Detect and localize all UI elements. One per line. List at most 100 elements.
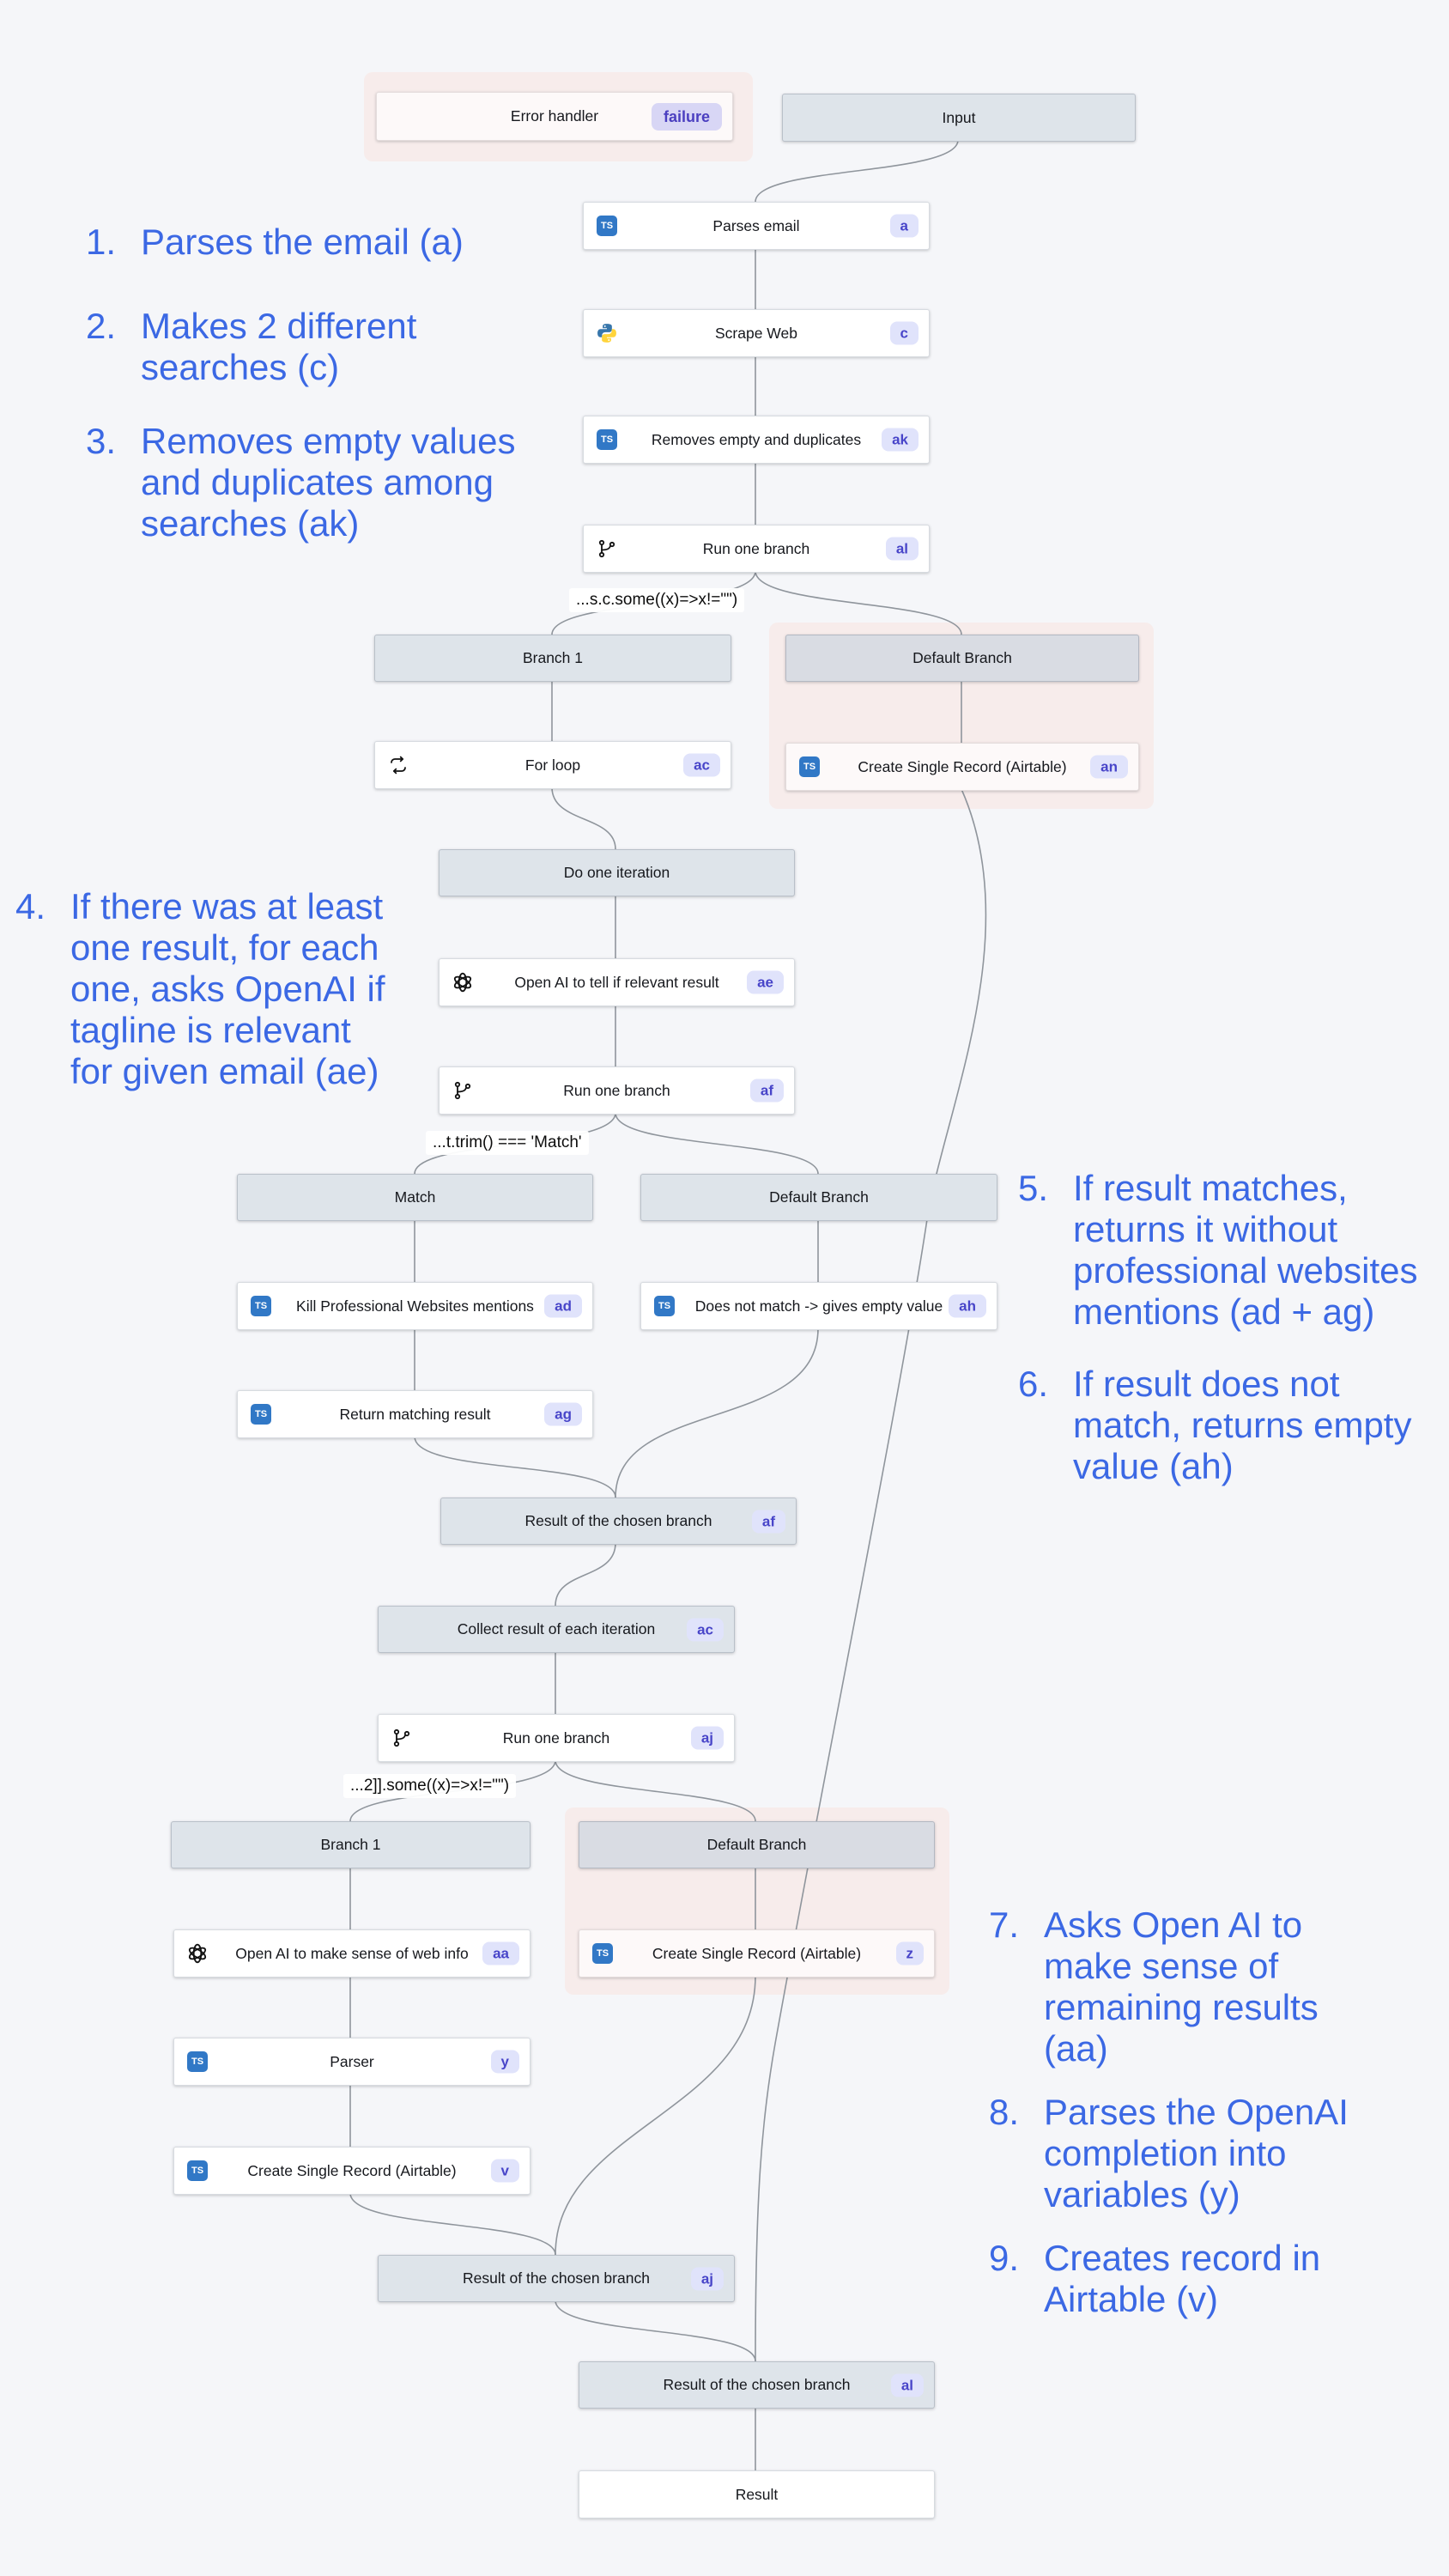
node-result-chosen-aj[interactable]: Result of the chosen branch aj (378, 2255, 735, 2302)
node-run-one-branch-af[interactable]: Run one branch af (439, 1066, 795, 1115)
node-does-not-match[interactable]: TS Does not match -> gives empty value a… (640, 1282, 997, 1330)
annotation-number: 9. (989, 2238, 1020, 2278)
typescript-icon: TS (798, 756, 821, 778)
connector-an-resultal (755, 788, 987, 2362)
node-result-chosen-af[interactable]: Result of the chosen branch af (440, 1498, 797, 1545)
edge-condition-3: ...2]].some((x)=>x!="") (343, 1774, 517, 1798)
node-badge: aj (690, 2267, 724, 2290)
annotation-number: 2. (86, 306, 117, 346)
node-scrape-web[interactable]: Scrape Web c (583, 309, 930, 357)
node-label: Parser (330, 2052, 374, 2070)
failure-badge: failure (651, 102, 722, 131)
node-removes-empty[interactable]: TS Removes empty and duplicates ak (583, 416, 930, 464)
node-collect-result[interactable]: Collect result of each iteration ac (378, 1606, 735, 1653)
node-label: Parses email (712, 216, 800, 234)
node-return-matching[interactable]: TS Return matching result ag (237, 1390, 593, 1438)
node-badge: ac (687, 1618, 724, 1641)
node-label: Branch 1 (522, 649, 584, 666)
node-badge: aj (690, 1726, 724, 1750)
node-label: Default Branch (706, 1836, 807, 1853)
node-label: Result of the chosen branch (663, 2376, 851, 2393)
annotation-4: 4. If there was at least one result, for… (15, 886, 385, 1091)
node-branch1-b[interactable]: Branch 1 (171, 1821, 530, 1868)
node-input[interactable]: Input (782, 94, 1136, 142)
node-label: Run one branch (502, 1728, 610, 1747)
node-label: Result (735, 2485, 779, 2503)
node-create-record-v[interactable]: TS Create Single Record (Airtable) v (173, 2147, 530, 2195)
connector-input-parses (755, 139, 959, 203)
node-label: Do one iteration (563, 864, 670, 881)
edge-condition-2: ...t.trim() === 'Match' (426, 1131, 589, 1155)
node-badge: af (749, 1078, 784, 1103)
node-branch1-a[interactable]: Branch 1 (374, 635, 731, 682)
node-badge: c (889, 321, 919, 345)
node-openai-relevant[interactable]: Open AI to tell if relevant result ae (439, 958, 795, 1006)
connector-notmatch-resultaf (615, 1327, 819, 1498)
node-result[interactable]: Result (579, 2470, 935, 2518)
annotation-number: 5. (1018, 1168, 1049, 1208)
git-branch-icon (596, 538, 618, 560)
node-label: Result of the chosen branch (524, 1512, 712, 1529)
node-default-branch-2[interactable]: Default Branch (579, 1821, 935, 1868)
annotation-9: 9. Creates record in Airtable (v) (989, 2238, 1321, 2319)
node-run-one-branch-aj[interactable]: Run one branch aj (378, 1714, 735, 1762)
node-badge: an (1090, 755, 1128, 779)
node-openai-websense[interactable]: Open AI to make sense of web info aa (173, 1929, 530, 1978)
node-label: Match (394, 1188, 436, 1206)
typescript-icon: TS (596, 215, 618, 237)
node-badge: z (895, 1941, 924, 1965)
node-create-record-an[interactable]: TS Create Single Record (Airtable) an (785, 743, 1139, 791)
typescript-icon: TS (596, 428, 618, 451)
node-default-branch-mid[interactable]: Default Branch (640, 1174, 997, 1221)
typescript-icon: TS (250, 1295, 272, 1317)
node-label: For loop (524, 756, 581, 774)
node-kill-mentions[interactable]: TS Kill Professional Websites mentions a… (237, 1282, 593, 1330)
annotation-5: 5. If result matches, returns it without… (1018, 1168, 1418, 1332)
connector-resultaf-collect (555, 1542, 616, 1607)
node-badge: ag (544, 1402, 582, 1426)
node-parses-email[interactable]: TS Parses email a (583, 202, 930, 250)
git-branch-icon (391, 1727, 413, 1749)
node-do-one-iteration[interactable]: Do one iteration (439, 849, 795, 896)
node-default-branch-1[interactable]: Default Branch (785, 635, 1139, 682)
annotation-number: 3. (86, 421, 117, 461)
git-branch-icon (452, 1079, 474, 1102)
node-badge: af (751, 1510, 785, 1533)
node-create-record-z[interactable]: TS Create Single Record (Airtable) z (579, 1929, 935, 1978)
node-label: Removes empty and duplicates (651, 430, 862, 448)
node-label: Return matching result (339, 1405, 491, 1423)
node-label: Run one branch (563, 1081, 670, 1099)
node-error-handler[interactable]: Error handler failure (376, 92, 733, 141)
node-badge: a (889, 214, 919, 238)
node-badge: aa (482, 1941, 519, 1965)
annotation-7: 7. Asks Open AI to make sense of remaini… (989, 1905, 1319, 2069)
annotation-3: 3. Removes empty values and duplicates a… (86, 421, 516, 544)
openai-icon (186, 1942, 209, 1965)
python-icon (596, 322, 618, 344)
node-label: Create Single Record (Airtable) (858, 757, 1067, 775)
annotation-number: 6. (1018, 1364, 1049, 1404)
annotation-number: 7. (989, 1905, 1020, 1945)
annotation-2: 2. Makes 2 different searches (c) (86, 306, 417, 387)
node-result-chosen-al[interactable]: Result of the chosen branch al (579, 2361, 935, 2409)
node-badge: v (490, 2159, 519, 2183)
typescript-icon: TS (186, 2160, 209, 2182)
connector-runaf-defaultmid (615, 1112, 819, 1175)
node-parser[interactable]: TS Parser y (173, 2038, 530, 2086)
node-for-loop[interactable]: For loop ac (374, 741, 731, 789)
connector-runaj-default2 (555, 1759, 756, 1822)
node-label: Scrape Web (715, 324, 797, 342)
repeat-icon (387, 754, 409, 776)
annotation-6: 6. If result does not match, returns emp… (1018, 1364, 1412, 1486)
node-label: Error handler (510, 107, 599, 125)
node-badge: ae (747, 970, 784, 994)
node-match-header[interactable]: Match (237, 1174, 593, 1221)
typescript-icon: TS (250, 1403, 272, 1425)
annotation-number: 8. (989, 2092, 1020, 2132)
connector-forloop-doone (551, 787, 616, 850)
node-run-one-branch-al[interactable]: Run one branch al (583, 525, 930, 573)
connector-resultaj-resultal (555, 2300, 756, 2362)
node-label: Default Branch (769, 1188, 869, 1206)
node-badge: ah (949, 1294, 986, 1318)
